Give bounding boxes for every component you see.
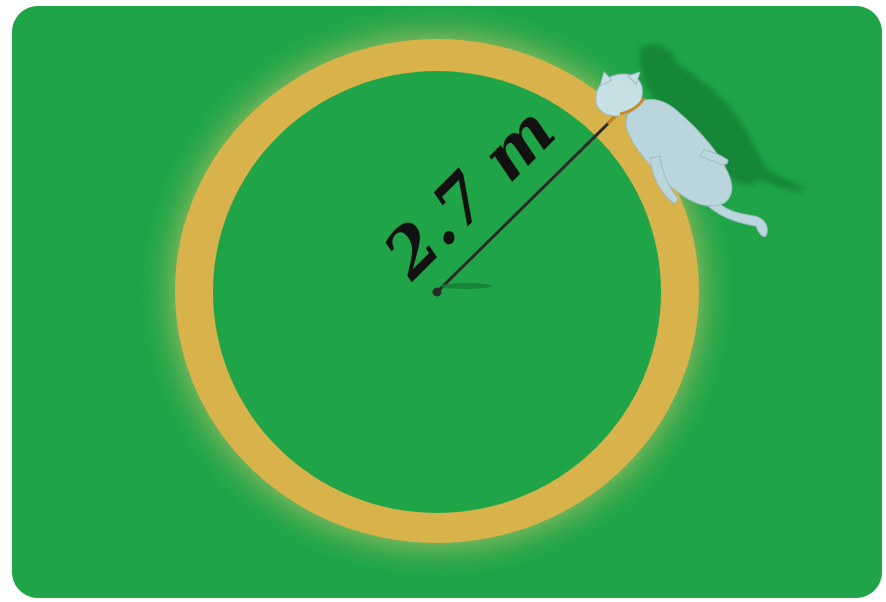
radius-line — [435, 98, 634, 294]
center-shadow — [440, 283, 492, 289]
cat-icon — [595, 71, 768, 237]
cat-shadow — [639, 44, 806, 192]
center-point-icon — [432, 287, 442, 297]
